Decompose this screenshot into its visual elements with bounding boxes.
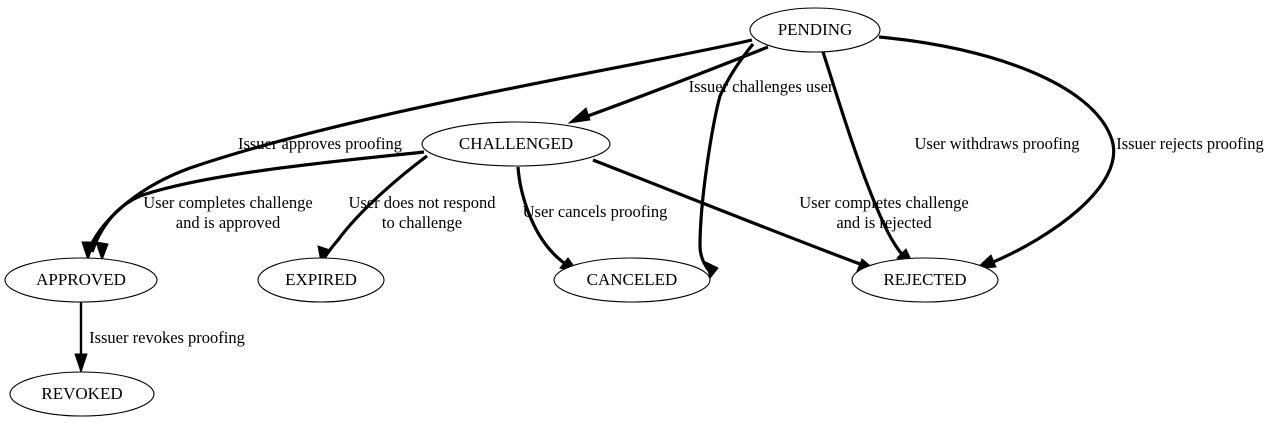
edge-arrowhead-pending-canceled bbox=[705, 261, 719, 280]
edge-path-pending-rejected bbox=[878, 35, 1116, 265]
edge-path-challenged-canceled bbox=[516, 166, 569, 268]
node-approved-label: APPROVED bbox=[36, 270, 126, 289]
node-revoked[interactable]: REVOKED bbox=[9, 371, 155, 417]
node-approved[interactable]: APPROVED bbox=[4, 257, 158, 303]
edge-label-challenged-rejected-line1: User completes challenge bbox=[799, 193, 969, 212]
edge-path-challenged-approved bbox=[90, 150, 425, 253]
node-pending-label: PENDING bbox=[778, 20, 853, 39]
edge-path-pending-canceled bbox=[698, 42, 755, 276]
edge-arrowhead-challenged-approved bbox=[95, 241, 109, 262]
edge-labels-layer: Issuer approves proofing Issuer challeng… bbox=[89, 77, 1264, 347]
edge-pending-rejected-withdraw[interactable] bbox=[821, 51, 916, 268]
edge-arrowhead-pending-challenged bbox=[567, 107, 591, 124]
edge-label-pending-challenged: Issuer challenges user bbox=[689, 77, 834, 96]
edge-pending-rejected[interactable] bbox=[878, 35, 1116, 270]
edge-label-challenged-approved-line1: User completes challenge bbox=[143, 193, 313, 212]
edge-path-pending-rejected-withdraw bbox=[821, 51, 907, 260]
edge-pending-challenged[interactable] bbox=[567, 45, 769, 124]
node-expired-label: EXPIRED bbox=[285, 270, 357, 289]
edge-challenged-approved[interactable] bbox=[90, 150, 425, 262]
node-rejected-ellipse bbox=[851, 257, 999, 303]
node-expired-ellipse bbox=[257, 257, 385, 303]
node-expired[interactable]: EXPIRED bbox=[257, 257, 385, 303]
node-pending[interactable]: PENDING bbox=[749, 7, 881, 53]
node-canceled-label: CANCELED bbox=[587, 270, 678, 289]
node-revoked-label: REVOKED bbox=[41, 384, 122, 403]
node-approved-ellipse bbox=[4, 257, 158, 303]
node-rejected-label: REJECTED bbox=[883, 270, 966, 289]
edges-layer bbox=[74, 35, 1116, 374]
edge-path-challenged-rejected bbox=[592, 158, 861, 266]
edge-path-pending-challenged bbox=[584, 45, 769, 119]
node-canceled-ellipse bbox=[553, 257, 711, 303]
node-pending-ellipse bbox=[749, 7, 881, 53]
node-challenged-label: CHALLENGED bbox=[459, 134, 573, 153]
node-rejected[interactable]: REJECTED bbox=[851, 257, 999, 303]
edge-label-challenged-rejected-line2: and is rejected bbox=[836, 213, 932, 232]
edge-label-challenged-canceled: User cancels proofing bbox=[523, 202, 668, 221]
edge-label-challenged-approved-line2: and is approved bbox=[176, 213, 281, 232]
nodes-layer: PENDING CHALLENGED APPROVED EXPIRED CANC… bbox=[4, 7, 999, 417]
node-challenged-ellipse bbox=[421, 121, 611, 167]
edge-arrowhead-approved-revoked bbox=[74, 353, 88, 374]
edge-label-pending-approved: Issuer approves proofing bbox=[238, 134, 402, 153]
edge-label-pending-rejected-withdraw: User withdraws proofing bbox=[915, 134, 1080, 153]
node-revoked-ellipse bbox=[9, 371, 155, 417]
edge-label-approved-revoked: Issuer revokes proofing bbox=[89, 328, 245, 347]
edge-pending-canceled[interactable] bbox=[698, 42, 755, 280]
edge-label-challenged-expired-line1: User does not respond bbox=[348, 193, 496, 212]
node-canceled[interactable]: CANCELED bbox=[553, 257, 711, 303]
edge-label-challenged-expired-line2: to challenge bbox=[382, 213, 462, 232]
node-challenged[interactable]: CHALLENGED bbox=[421, 121, 611, 167]
edge-approved-revoked[interactable] bbox=[74, 302, 88, 374]
edge-label-pending-rejected: Issuer rejects proofing bbox=[1116, 134, 1264, 153]
